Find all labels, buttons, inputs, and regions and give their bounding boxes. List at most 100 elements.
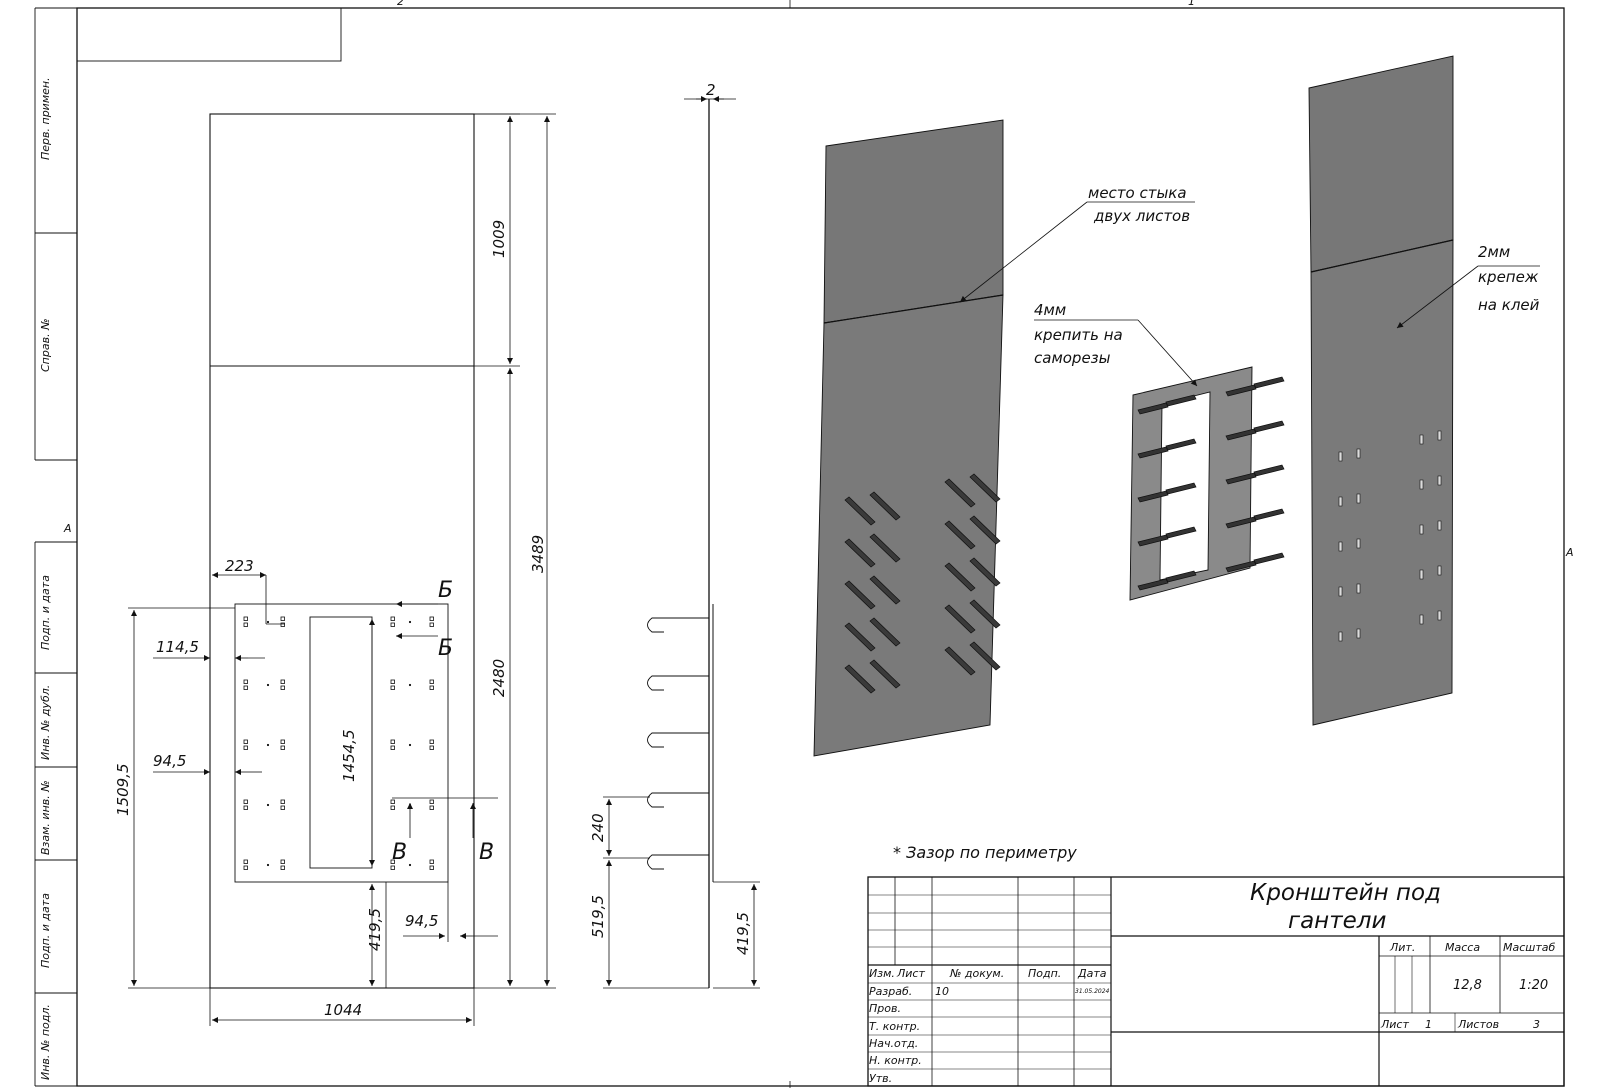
note-sheet2-line1: 2мм [1478, 243, 1510, 261]
section-v-left: В [392, 840, 407, 865]
tb-header-izm: Изм. [869, 967, 895, 980]
hook-iso [1225, 472, 1257, 485]
screw-point [408, 863, 412, 867]
side-strip-vzam-inv: Взам. инв. № [39, 780, 52, 855]
mounting-slot [1356, 538, 1361, 549]
tb-scale-value: 1:20 [1519, 978, 1548, 993]
section-b-bottom: Б [438, 636, 453, 661]
hook-profile [647, 732, 709, 748]
mounting-hole [243, 799, 248, 804]
iso-back-sheet-slots [1338, 430, 1442, 642]
side-strip-inv-dubl: Инв. № дубл. [39, 685, 52, 760]
hook-iso [944, 562, 976, 592]
hook-iso [869, 617, 901, 647]
front-view [209, 113, 475, 989]
mounting-hole [390, 622, 395, 627]
tb-title-line1: Кронштейн под [1250, 880, 1441, 906]
hook-iso [1253, 420, 1285, 433]
mounting-hole [429, 685, 434, 690]
hook-iso [969, 515, 1001, 545]
hook-iso [869, 533, 901, 563]
iso-bracket-plate-hooks [1137, 376, 1285, 591]
dim-419-5-side: 419,5 [734, 912, 752, 955]
tb-row-prov: Пров. [869, 1002, 901, 1015]
mounting-slot [1419, 479, 1424, 490]
dim-3489: 3489 [529, 535, 547, 573]
tb-header-ndoc: № докум. [949, 967, 1004, 980]
mounting-slot [1437, 565, 1442, 576]
mounting-hole [243, 622, 248, 627]
hook-iso [1137, 490, 1169, 503]
mounting-hole [429, 865, 434, 870]
tb-row-razrab: Разраб. [869, 985, 912, 998]
hook-iso [969, 557, 1001, 587]
dim-1454-5: 1454,5 [340, 730, 358, 783]
zone-label-top-right: 1 [1188, 0, 1195, 8]
bracket-hole-pattern [243, 616, 434, 870]
mounting-slot [1437, 520, 1442, 531]
tb-razrab-value: 10 [935, 985, 949, 998]
side-strip-podp-data-1: Подп. и дата [39, 575, 52, 650]
mounting-hole [390, 739, 395, 744]
tb-listov-value: 3 [1533, 1018, 1540, 1031]
mounting-slot [1419, 614, 1424, 625]
mounting-hole [243, 805, 248, 810]
iso-assembled-panel [813, 119, 1004, 757]
screw-point [266, 620, 270, 624]
hook-iso [1225, 428, 1257, 441]
tb-date: 31.05.2024 [1075, 988, 1110, 995]
hook-profile [647, 675, 709, 691]
mounting-slot [1338, 451, 1343, 462]
mounting-hole [243, 679, 248, 684]
mounting-hole [429, 745, 434, 750]
screw-point [266, 743, 270, 747]
zone-label-left: A [63, 522, 72, 535]
hook-iso [1225, 384, 1257, 397]
hook-iso [944, 646, 976, 676]
hook-iso [869, 575, 901, 605]
mounting-hole [390, 745, 395, 750]
mounting-hole [280, 745, 285, 750]
zone-label-right: A [1565, 546, 1574, 559]
hook-iso [844, 622, 876, 652]
hook-profile [647, 854, 709, 870]
mounting-hole [390, 679, 395, 684]
hook-iso [844, 538, 876, 568]
mounting-hole [390, 799, 395, 804]
tb-list-value: 1 [1425, 1018, 1432, 1031]
mounting-hole [390, 616, 395, 621]
tb-header-list: Лист [896, 967, 925, 980]
dim-223: 223 [225, 557, 254, 575]
screw-point [408, 620, 412, 624]
hook-iso [844, 664, 876, 694]
side-strip-sprav-no: Справ. № [39, 318, 52, 372]
hook-iso [1253, 464, 1285, 477]
front-view-dimensions [128, 113, 556, 1026]
mounting-hole [429, 739, 434, 744]
hook-iso [1165, 438, 1197, 451]
tb-row-nachotd: Нач.отд. [869, 1037, 918, 1050]
zone-label-top-left: 2 [397, 0, 404, 8]
screw-point [266, 683, 270, 687]
dim-94-5-left: 94,5 [153, 752, 186, 770]
side-strip [34, 7, 77, 1087]
hook-iso [1137, 578, 1169, 591]
mounting-hole [429, 805, 434, 810]
hook-iso [1165, 482, 1197, 495]
hook-iso [1253, 376, 1285, 389]
mounting-slot [1338, 541, 1343, 552]
note-sheet2-line3: на клей [1478, 296, 1540, 314]
hook-iso [1165, 526, 1197, 539]
side-strip-perv-primen: Перв. примен. [39, 77, 52, 160]
mounting-hole [429, 622, 434, 627]
side-strip-inv-podl: Инв. № подл. [39, 1004, 52, 1080]
tb-row-tkontr: Т. контр. [869, 1020, 920, 1033]
mounting-slot [1356, 448, 1361, 459]
dim-1509-5: 1509,5 [114, 764, 132, 817]
title-block [867, 876, 1565, 1087]
note-gap: * Зазор по периметру [893, 843, 1077, 862]
mounting-slot [1437, 430, 1442, 441]
mounting-hole [243, 745, 248, 750]
hook-iso [1225, 516, 1257, 529]
hook-iso [969, 473, 1001, 503]
